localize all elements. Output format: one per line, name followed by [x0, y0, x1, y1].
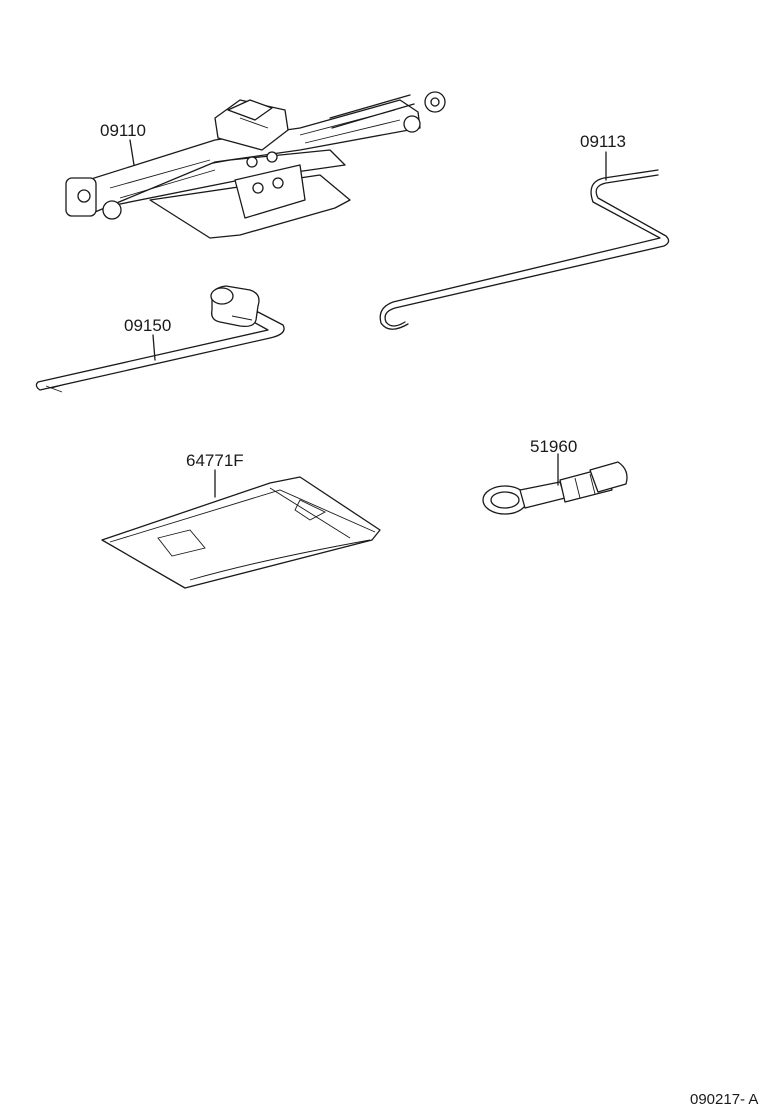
jack-leader-line	[129, 139, 135, 166]
reference-code: 090217- A	[690, 1091, 758, 1108]
jack-handle-drawing	[379, 169, 670, 330]
towing-eye-drawing	[482, 461, 628, 515]
tool-bag-drawing	[101, 476, 381, 589]
towing-eye-label: 51960	[530, 437, 577, 456]
jack-handle-label: 09113	[580, 132, 626, 151]
wrench-label: 09150	[124, 316, 171, 335]
jack-drawing	[65, 91, 446, 239]
wrench-drawing	[35, 285, 285, 393]
wrench-leader-line	[152, 334, 156, 361]
tool-bag-label: 64771F	[186, 451, 244, 470]
jack-label: 09110	[100, 121, 146, 140]
